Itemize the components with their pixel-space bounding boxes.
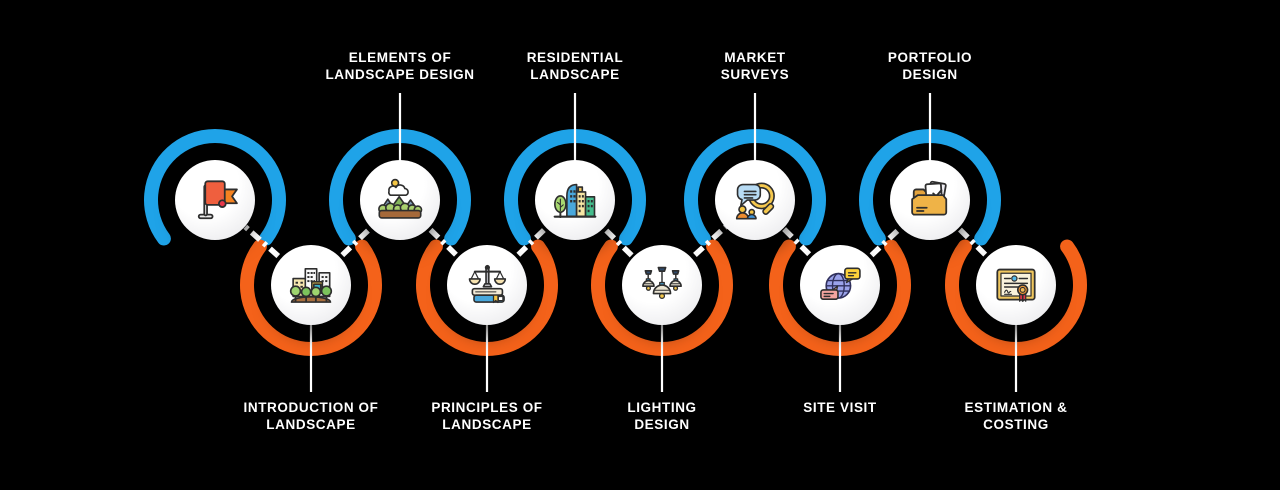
buildings-icon xyxy=(553,183,597,219)
mountains-icon xyxy=(378,178,423,219)
node-label-residential-landscape: RESIDENTIAL LANDSCAPE xyxy=(526,50,624,82)
node-label-introduction-of-landscape: INTRODUCTION OF LANDSCAPE xyxy=(243,400,379,432)
flag-icon xyxy=(197,180,238,220)
folder-icon xyxy=(911,180,948,216)
node-circle xyxy=(890,160,970,240)
node-circle xyxy=(715,160,795,240)
node-circle xyxy=(800,245,880,325)
label-stem-lines xyxy=(309,93,1018,392)
node-circle xyxy=(976,245,1056,325)
ring-arc-top xyxy=(144,129,286,246)
node-label-lighting-design: LIGHTING DESIGN xyxy=(627,400,697,432)
node-label-site-visit: SITE VISIT xyxy=(803,400,877,415)
node-circle xyxy=(360,160,440,240)
node-label-estimation-costing: ESTIMATION & COSTING xyxy=(964,400,1068,432)
node-circle xyxy=(175,160,255,240)
node-label-principles-of-landscape: PRINCIPLES OF LANDSCAPE xyxy=(431,400,543,432)
magnifier-chat-icon xyxy=(735,182,775,220)
node-circle xyxy=(622,245,702,325)
node-circle xyxy=(535,160,615,240)
city-park-icon xyxy=(289,267,333,303)
pendant-lamps-icon xyxy=(642,266,682,300)
globe-chat-icon xyxy=(820,267,861,301)
node-label-portfolio-design: PORTFOLIO DESIGN xyxy=(887,50,973,82)
timeline-node-start xyxy=(135,120,295,280)
dashed-zigzag-connector xyxy=(213,196,1018,289)
node-circle xyxy=(271,245,351,325)
node-label-market-surveys: MARKET SURVEYS xyxy=(720,50,790,82)
timeline-node-estimation-costing xyxy=(936,205,1096,365)
certificate-icon xyxy=(996,268,1036,302)
node-circle xyxy=(447,245,527,325)
scales-books-icon xyxy=(468,264,507,304)
node-label-elements-of-landscape-design: ELEMENTS OF LANDSCAPE DESIGN xyxy=(325,50,475,82)
